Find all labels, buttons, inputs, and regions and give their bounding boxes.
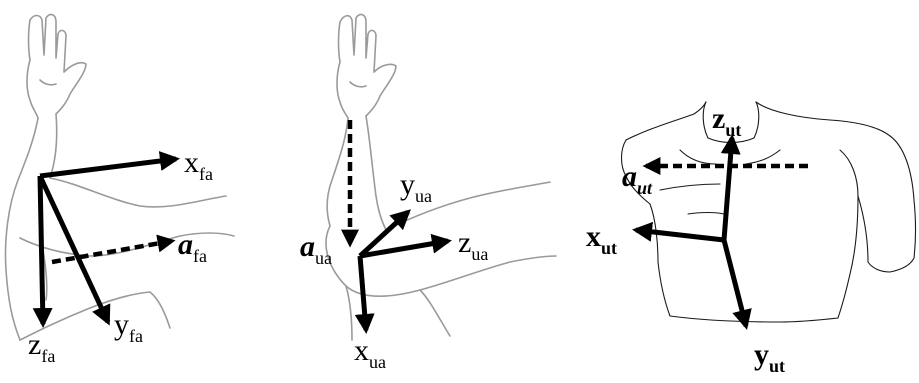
forearm-x-label: xfa	[184, 146, 213, 184]
forearm-y-label: yfa	[114, 308, 143, 346]
upper-trunk-y-axis-arrow	[724, 240, 746, 326]
upper-trunk-x-axis-arrow	[636, 230, 724, 240]
upper-arm-panel: yua zua xua aua	[300, 15, 556, 372]
upper-trunk-y-label: yut	[754, 338, 785, 376]
upper-arm-x-label: xua	[354, 334, 386, 372]
forearm-z-axis-arrow	[40, 176, 43, 324]
upper-arm-y-label: yua	[400, 168, 432, 206]
upper-arm-z-label: zua	[458, 226, 488, 264]
upper-trunk-torso-sketch	[622, 102, 916, 322]
forearm-z-label: zfa	[28, 328, 55, 366]
upper-trunk-panel: zut xut yut aut	[586, 102, 916, 376]
upper-trunk-z-axis-arrow	[724, 138, 732, 240]
upper-arm-x-axis-arrow	[360, 256, 366, 330]
forearm-x-axis-arrow	[40, 159, 176, 176]
upper-trunk-z-label: zut	[712, 102, 741, 140]
forearm-panel: xfa yfa zfa afa	[6, 15, 235, 366]
upper-trunk-x-label: xut	[586, 220, 617, 258]
